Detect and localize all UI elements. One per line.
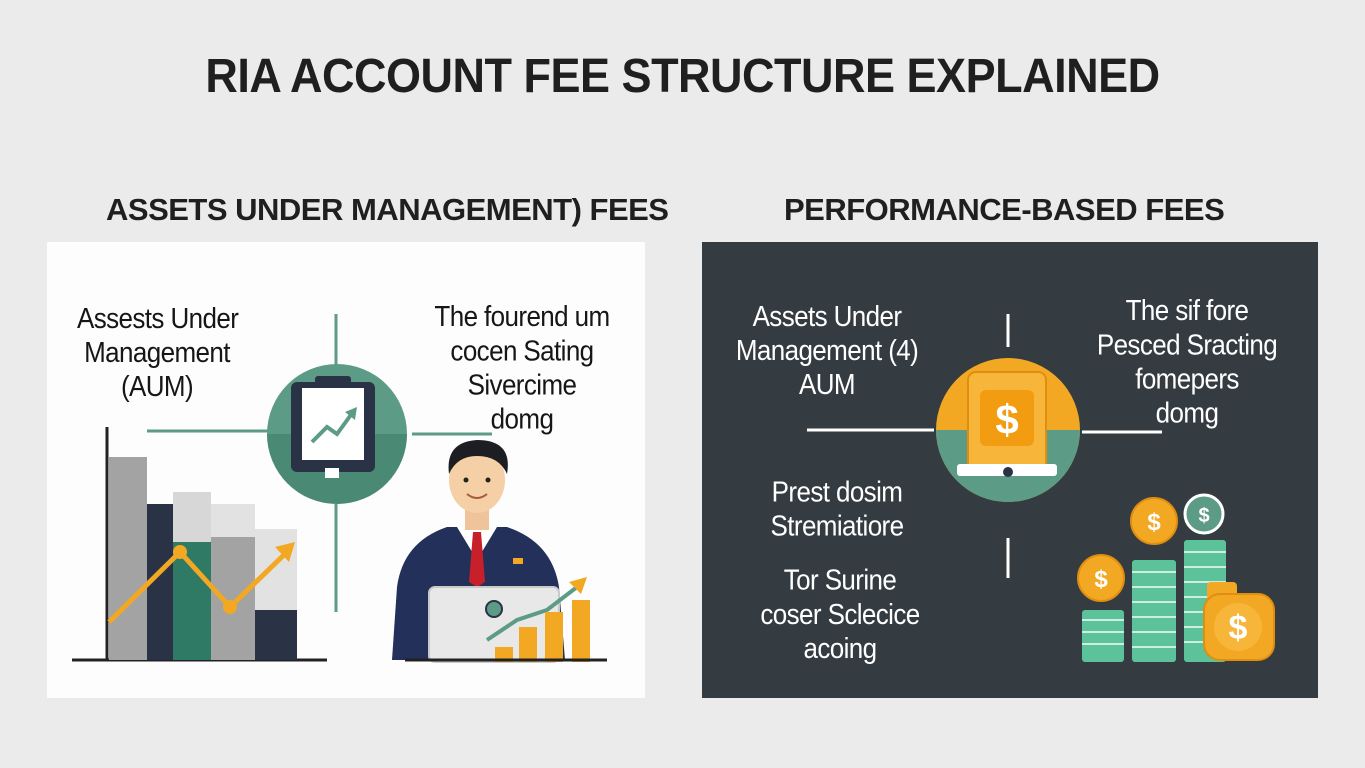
coin-bars-icon (405, 600, 607, 662)
dollar-symbol: $ (1147, 509, 1161, 536)
performance-panel: $ $ $ (702, 242, 1318, 698)
performance-bottom-label: Tor Surine coser Sclecice acoing (760, 563, 920, 665)
dollar-symbol: $ (1198, 505, 1209, 527)
dollar-symbol: $ (1229, 609, 1248, 647)
performance-middle-label: Prest dosim Stremiatiore (770, 474, 905, 542)
money-bag-small: $ (1203, 582, 1275, 661)
gold-coin: $ (1130, 497, 1178, 545)
aum-connector-lines (147, 314, 492, 612)
page-title: RIA ACCOUNT FEE STRUCTURE EXPLAINED (205, 47, 1160, 103)
bar-chart-icon (72, 427, 327, 662)
aum-panel: Assests Under Management (AUM) The foure… (47, 242, 645, 698)
gold-coin: $ (1077, 554, 1125, 602)
performance-connector-lines (807, 314, 1162, 578)
performance-left-label: Assets Under Management (4) AUM (735, 299, 919, 401)
dollar-symbol-center: $ (995, 396, 1018, 443)
performance-right-label: The sif fore Pesced Sracting fomepers do… (1096, 293, 1278, 430)
aum-right-label: The fourend um cocen Sating Sivercime do… (434, 299, 610, 436)
aum-illustration (72, 314, 607, 663)
dollar-symbol: $ (1094, 566, 1108, 593)
coin-stack-icon: $ $ $ $ (1077, 493, 1275, 662)
green-coin: $ (1183, 493, 1225, 535)
performance-section-title: PERFORMANCE-BASED FEES (784, 192, 1225, 227)
money-bag-icon: $ (936, 358, 1080, 502)
tablet-chart-icon (267, 364, 407, 504)
aum-left-label: Assests Under Management (AUM) (77, 301, 239, 403)
aum-section-title: ASSETS UNDER MANAGEMENT) FEES (106, 192, 669, 227)
performance-illustration: $ $ $ (807, 314, 1275, 662)
